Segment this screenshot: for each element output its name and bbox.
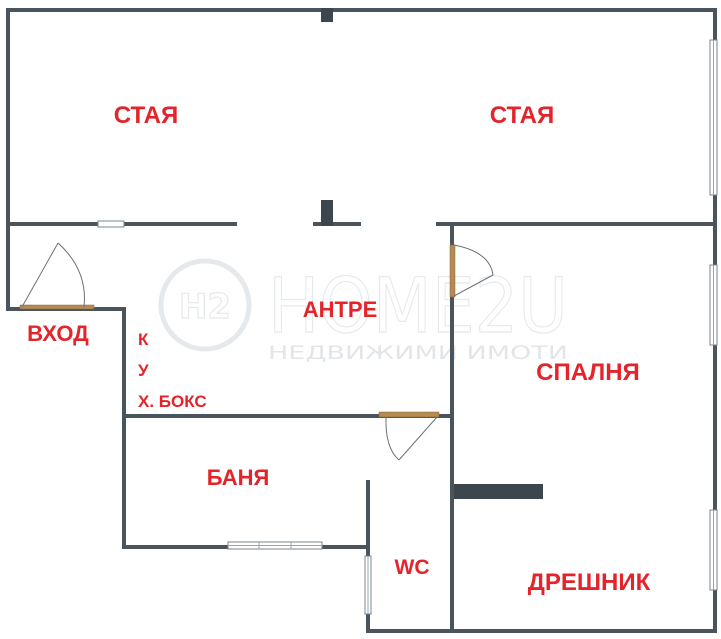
watermark-logo-mark: H2 (179, 287, 231, 327)
wall-bedroom-left (450, 226, 454, 629)
room-label-right: СТАЯ (490, 102, 554, 129)
room-label-left: СТАЯ (114, 102, 178, 129)
wall-rooms-divider-right (436, 222, 717, 226)
watermark-logo-ring (158, 258, 252, 352)
doors (19, 242, 494, 461)
room-labels: СТАЯ СТАЯ АНТРЕ ВХОД К У Х. БОКС БАНЯ WC… (27, 102, 650, 596)
room-label-entrance: ВХОД (27, 321, 89, 346)
door-wc (378, 411, 440, 461)
column-top (321, 8, 333, 22)
room-label-kitchen-line2: У (138, 361, 149, 380)
room-label-bedroom: СПАЛНЯ (536, 359, 640, 386)
door-bedroom (449, 244, 494, 298)
room-label-hallway: АНТРЕ (303, 297, 378, 322)
wall-left-top (6, 8, 10, 310)
watermark-tagline: НЕДВИЖИМИ ИМОТИ (268, 342, 568, 364)
door-entrance (19, 242, 95, 310)
wall-rooms-divider-mid (313, 222, 361, 226)
wall-top (6, 8, 717, 12)
room-label-bathroom: БАНЯ (207, 465, 270, 490)
watermark-brand: HOME2U (268, 261, 568, 350)
room-label-wardrobe: ДРЕШНИК (528, 569, 651, 596)
wall-bottom (370, 629, 717, 633)
wall-wardrobe (454, 484, 543, 499)
watermark: H2 HOME2U НЕДВИЖИМИ ИМОТИ (158, 258, 569, 364)
wall-stub-center (321, 200, 333, 226)
room-label-kitchen-line3: Х. БОКС (138, 392, 207, 411)
room-label-kitchen-line1: К (138, 330, 149, 349)
room-label-wc: WC (395, 556, 430, 579)
window-left-stub (97, 220, 125, 228)
windows (97, 39, 718, 615)
wall-bath-top (122, 414, 454, 418)
wall-kitchen-left (122, 307, 126, 549)
